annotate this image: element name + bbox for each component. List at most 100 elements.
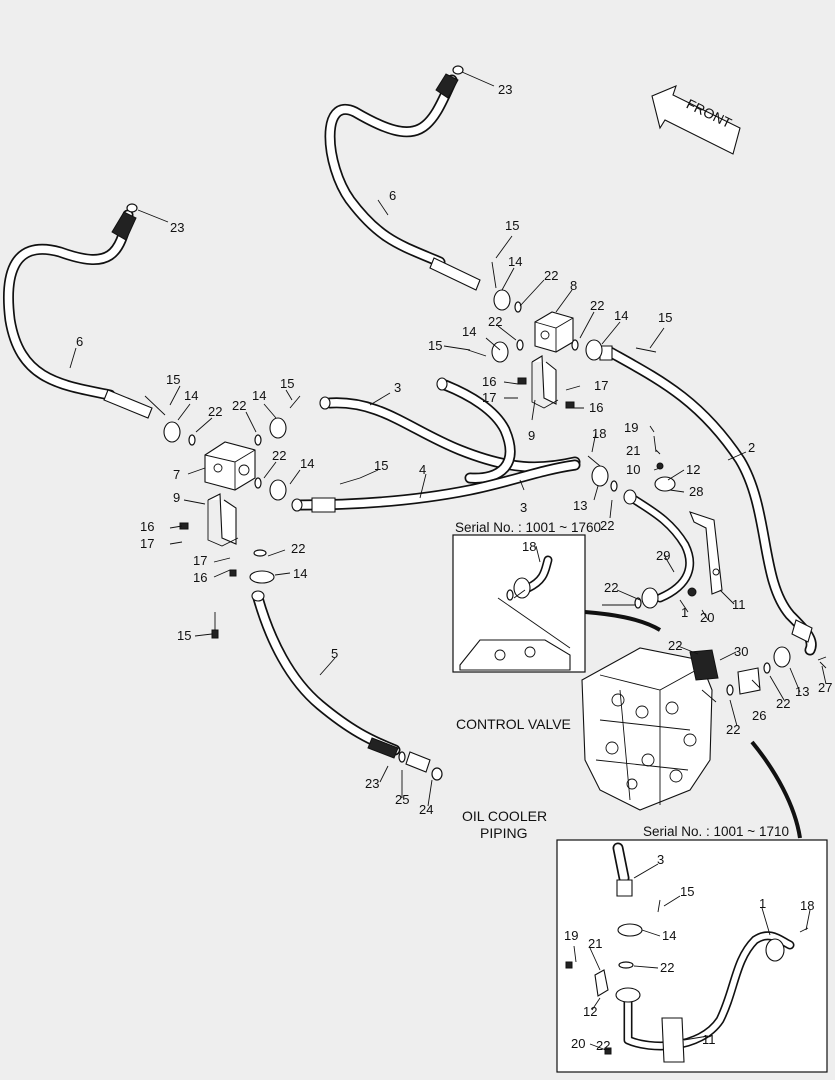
pipe-1 (623, 489, 695, 603)
valve-block-7 (204, 441, 256, 491)
callout-14: 14 (300, 456, 314, 471)
callout-15: 15 (374, 458, 388, 473)
inset-top-serial: Serial No. : 1001 ~ 1760 (455, 520, 601, 535)
callout-18: 18 (592, 426, 606, 441)
callout-16: 16 (193, 570, 207, 585)
callout-6: 6 (389, 188, 396, 203)
callout-22: 22 (668, 638, 682, 653)
callout-22: 22 (604, 580, 618, 595)
oil-cooler-label-2: PIPING (480, 825, 527, 841)
callout-14: 14 (184, 388, 198, 403)
oil-cooler-label-1: OIL COOLER (462, 808, 547, 824)
callout-21: 21 (626, 443, 640, 458)
callout-22: 22 (291, 541, 305, 556)
callout-22: 22 (600, 518, 614, 533)
callout-14: 14 (293, 566, 307, 581)
callout-22: 22 (726, 722, 740, 737)
callout-7: 7 (173, 467, 180, 482)
bracket-9-left (207, 493, 239, 547)
callout-16: 16 (589, 400, 603, 415)
hose-5 (251, 590, 443, 781)
callout-4: 4 (419, 462, 426, 477)
callout-12: 12 (686, 462, 700, 477)
callout-22: 22 (590, 298, 604, 313)
callout-26: 26 (752, 708, 766, 723)
callout-3: 3 (394, 380, 401, 395)
callout-28: 28 (689, 484, 703, 499)
hose-4 (291, 459, 581, 513)
callout-30: 30 (734, 644, 748, 659)
valve-block-8 (534, 311, 574, 353)
callout-18: 18 (522, 539, 536, 554)
callout-14: 14 (462, 324, 476, 339)
callout-14: 14 (508, 254, 522, 269)
inset-top: Serial No. : 1001 ~ 1760 (452, 520, 601, 673)
callout-22: 22 (232, 398, 246, 413)
callout-22: 22 (272, 448, 286, 463)
callout-15: 15 (680, 884, 694, 899)
callout-22: 22 (488, 314, 502, 329)
callout-15: 15 (166, 372, 180, 387)
flange-parts (163, 289, 791, 668)
callout-23: 23 (365, 776, 379, 791)
callout-9: 9 (528, 428, 535, 443)
callout-1: 1 (681, 605, 688, 620)
callout-29: 29 (656, 548, 670, 563)
callout-22: 22 (208, 404, 222, 419)
front-arrow: FRONT (651, 85, 741, 155)
callout-22: 22 (776, 696, 790, 711)
callout-23: 23 (498, 82, 512, 97)
callout-17: 17 (482, 390, 496, 405)
hose-6-left (2, 203, 153, 419)
callout-20: 20 (700, 610, 714, 625)
callout-16: 16 (140, 519, 154, 534)
callout-11: 11 (702, 1032, 716, 1047)
callout-9: 9 (173, 490, 180, 505)
bracket-11 (689, 511, 723, 595)
callout-11: 11 (732, 597, 746, 612)
callout-2: 2 (748, 440, 755, 455)
inset-leader-arc-bottom (750, 740, 802, 839)
callout-1: 1 (759, 896, 766, 911)
callout-13: 13 (573, 498, 587, 513)
callout-19: 19 (624, 420, 638, 435)
callout-17: 17 (594, 378, 608, 393)
callout-3: 3 (657, 852, 664, 867)
callout-17: 17 (140, 536, 154, 551)
callout-20: 20 (571, 1036, 585, 1051)
callout-10: 10 (626, 462, 640, 477)
control-valve (581, 647, 761, 811)
inset-leader-arc-top (584, 610, 662, 632)
callout-15: 15 (280, 376, 294, 391)
callout-15: 15 (428, 338, 442, 353)
callout-22: 22 (544, 268, 558, 283)
callout-21: 21 (588, 936, 602, 951)
callout-14: 14 (614, 308, 628, 323)
callout-6: 6 (76, 334, 83, 349)
callout-16: 16 (482, 374, 496, 389)
leader-lines (69, 71, 827, 1051)
callout-18: 18 (800, 898, 814, 913)
hose-3-upper (319, 396, 581, 473)
callout-15: 15 (505, 218, 519, 233)
callout-24: 24 (419, 802, 433, 817)
callout-22: 22 (596, 1038, 610, 1053)
callout-14: 14 (662, 928, 676, 943)
callout-19: 19 (564, 928, 578, 943)
callout-17: 17 (193, 553, 207, 568)
callout-14: 14 (252, 388, 266, 403)
callout-13: 13 (795, 684, 809, 699)
bracket-9-right (531, 355, 559, 409)
callout-15: 15 (177, 628, 191, 643)
hose-3-lower (436, 377, 516, 484)
hose-6-top (324, 65, 481, 291)
callout-22: 22 (660, 960, 674, 975)
callout-numbers: 23 23 23 6 6 15 15 15 15 15 15 15 15 14 … (76, 82, 832, 1053)
inset-bottom: Serial No. : 1001 ~ 1710 (556, 824, 828, 1073)
inset-bottom-serial: Serial No. : 1001 ~ 1710 (643, 824, 789, 839)
callout-15: 15 (658, 310, 672, 325)
callout-3: 3 (520, 500, 527, 515)
callout-8: 8 (570, 278, 577, 293)
callout-23: 23 (170, 220, 184, 235)
